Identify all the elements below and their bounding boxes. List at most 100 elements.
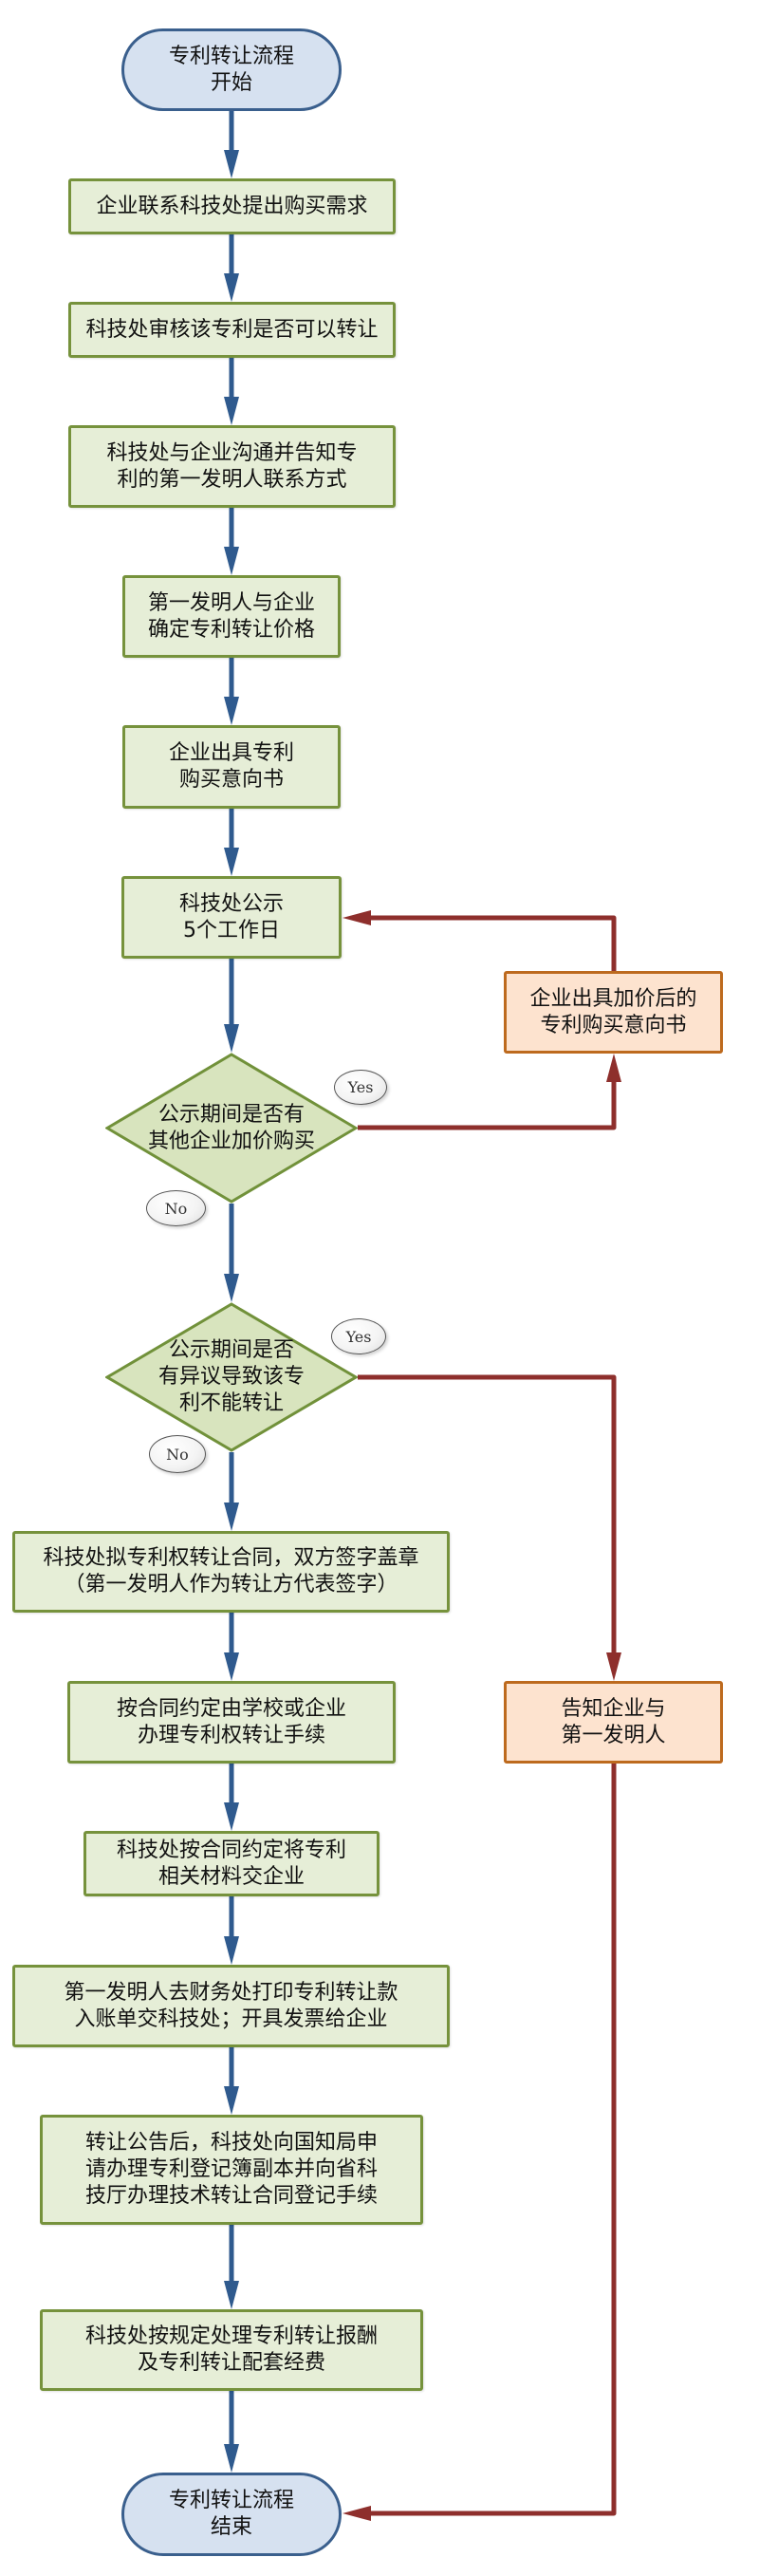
edge-raised-bid-step6 (342, 910, 617, 971)
node-text-line: 告知企业与 (561, 1696, 666, 1721)
node-text-line: 有异议导致该专 (157, 1365, 305, 1389)
node-text-line: 5个工作日 (183, 918, 280, 943)
node-text-line: 专利转让流程 (168, 2489, 294, 2512)
node-text-line: 专利购买意向书 (540, 1013, 687, 1037)
arrowhead (224, 397, 239, 425)
node-text-line: 入账单交科技处；开具发票给企业 (74, 2007, 388, 2031)
step-remuneration: 科技处按规定处理专利转让报酬 及专利转让配套经费 (40, 2309, 423, 2391)
arrowhead (224, 848, 239, 876)
edge-step9-step10 (224, 1896, 239, 1965)
step-finance-invoice: 第一发明人去财务处打印专利转让款 入账单交科技处；开具发票给企业 (12, 1965, 450, 2047)
arrowhead (224, 1936, 239, 1965)
node-text-line: 公示期间是否有 (157, 1102, 305, 1127)
step-agree-price: 第一发明人与企业 确定专利转让价格 (122, 575, 341, 658)
step-hand-over-materials: 科技处按合同约定将专利 相关材料交企业 (83, 1831, 380, 1896)
node-text-line: 开始 (210, 70, 252, 95)
diamond-shape (105, 1053, 358, 1204)
arrowhead (224, 1503, 239, 1531)
arrowhead (224, 2281, 239, 2309)
arrowhead (224, 1024, 239, 1053)
node-text-line: 公示期间是否 (168, 1338, 294, 1362)
step-letter-of-intent: 企业出具专利 购买意向书 (122, 725, 341, 809)
node-text-line: 技厅办理技术转让合同登记手续 (84, 2184, 378, 2208)
node-text-line: 办理专利权转让手续 (137, 1723, 325, 1747)
edge-step1-step2 (224, 234, 239, 302)
node-text-line: 科技处拟专利权转让合同，双方签字盖章 (43, 1546, 419, 1570)
edge-step8-step9 (224, 1764, 239, 1831)
arrowhead (224, 1652, 239, 1681)
node-text-line: 确定专利转让价格 (147, 617, 315, 642)
arrowhead (224, 273, 239, 302)
node-text-line: 科技处按合同约定将专利 (116, 1838, 346, 1862)
step-contact-office: 企业联系科技处提出购买需求 (68, 178, 396, 234)
edge-step10-step11 (224, 2047, 239, 2115)
arrowhead (342, 910, 371, 925)
arrowhead (224, 150, 239, 178)
raised-bid-box: 企业出具加价后的 专利购买意向书 (504, 971, 723, 1054)
node-text-line: 企业联系科技处提出购买需求 (96, 194, 368, 218)
node-text-line: 科技处公示 (178, 891, 284, 916)
step-draft-contract: 科技处拟专利权转让合同，双方签字盖章 （第一发明人作为转让方代表签字） (12, 1531, 450, 1613)
arrowhead (224, 547, 239, 575)
node-text-line: 利不能转让 (178, 1391, 284, 1415)
yes-label: Yes (334, 1070, 387, 1105)
no-label: No (149, 1435, 206, 1473)
arrowhead (224, 697, 239, 725)
node-text-line: 及专利转让配套经费 (137, 2351, 325, 2375)
arrowhead (224, 2444, 239, 2473)
node-text-line: （第一发明人作为转让方代表签字） (64, 1573, 398, 1596)
edge-step6-decision1 (224, 959, 239, 1053)
node-text-line: 第一发明人与企业 (147, 590, 315, 615)
node-text-line: 科技处审核该专利是否可以转让 (85, 317, 379, 342)
diamond-shape (105, 1302, 358, 1452)
edge-step3-step4 (224, 508, 239, 575)
edge-step2-step3 (224, 358, 239, 425)
edge-decision2-notify (358, 1374, 621, 1681)
arrowhead (224, 1274, 239, 1302)
node-text-line: 结束 (210, 2515, 252, 2539)
arrowhead (224, 2086, 239, 2115)
step-public-notice: 科技处公示 5个工作日 (121, 876, 342, 959)
node-text-line: 企业出具专利 (168, 741, 294, 765)
arrowhead (606, 1054, 621, 1082)
edge-decision1-decision2 (224, 1204, 239, 1302)
edge-start-step1 (224, 111, 239, 178)
decision-text: 公示期间是否 有异议导致该专 利不能转让 (105, 1302, 358, 1452)
end-terminal: 专利转让流程 结束 (121, 2473, 342, 2556)
edge-step11-step12 (224, 2225, 239, 2309)
edge-step12-end (224, 2391, 239, 2473)
node-text-line: 相关材料交企业 (157, 1864, 305, 1889)
node-text-line: 请办理专利登记簿副本并向省科 (84, 2157, 378, 2181)
node-text-line: 其他企业加价购买 (147, 1129, 315, 1153)
decision-text: 公示期间是否有 其他企业加价购买 (105, 1053, 358, 1204)
node-text-line: 科技处与企业沟通并告知专 (106, 440, 358, 465)
node-text-line: 按合同约定由学校或企业 (116, 1696, 346, 1721)
node-text-line: 科技处按规定处理专利转让报酬 (84, 2324, 378, 2348)
node-text-line: 利的第一发明人联系方式 (117, 467, 347, 492)
edge-step7-step8 (224, 1613, 239, 1681)
decision-higher-bid: 公示期间是否有 其他企业加价购买 (105, 1053, 358, 1204)
notify-box: 告知企业与 第一发明人 (504, 1681, 723, 1764)
edge-decision2-step7 (224, 1452, 239, 1531)
step-transfer-procedures: 按合同约定由学校或企业 办理专利权转让手续 (67, 1681, 396, 1764)
edge-decision1-raised-bid (358, 1054, 621, 1130)
step-review-transferability: 科技处审核该专利是否可以转让 (68, 302, 396, 358)
step-registration: 转让公告后，科技处向国知局申 请办理专利登记簿副本并向省科 技厅办理技术转让合同… (40, 2115, 423, 2225)
no-label: No (146, 1190, 206, 1226)
node-text-line: 转让公告后，科技处向国知局申 (84, 2131, 378, 2155)
start-terminal: 专利转让流程 开始 (121, 28, 342, 111)
step-share-inventor-contact: 科技处与企业沟通并告知专 利的第一发明人联系方式 (68, 425, 396, 508)
yes-label: Yes (331, 1318, 386, 1354)
node-text-line: 第一发明人去财务处打印专利转让款 (64, 1980, 398, 2005)
arrowhead (342, 2506, 371, 2521)
node-text-line: 第一发明人 (561, 1723, 666, 1747)
arrowhead (224, 1802, 239, 1831)
edge-step5-step6 (224, 809, 239, 876)
node-text-line: 企业出具加价后的 (529, 986, 697, 1011)
node-text-line: 专利转让流程 (168, 44, 294, 68)
decision-objection: 公示期间是否 有异议导致该专 利不能转让 (105, 1302, 358, 1452)
node-text-line: 购买意向书 (178, 768, 284, 792)
edge-step4-step5 (224, 658, 239, 725)
